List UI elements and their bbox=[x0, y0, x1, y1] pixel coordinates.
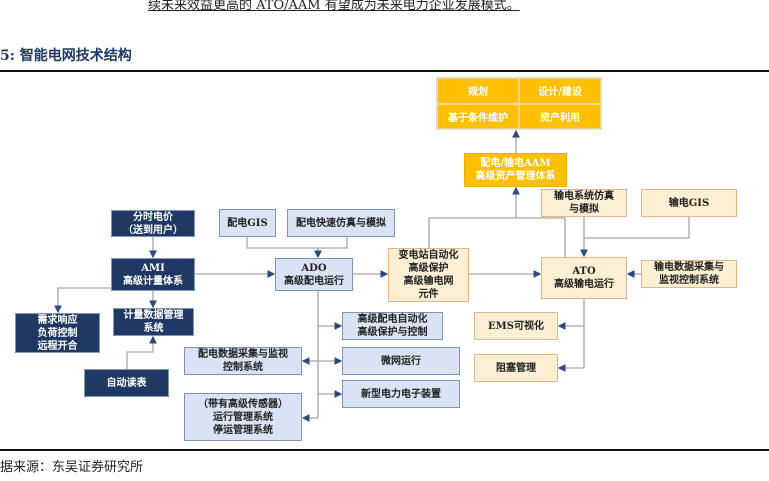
node-label: 新型电力电子装置 bbox=[361, 388, 441, 400]
node-ato: ATO 高级输电运行 bbox=[541, 257, 627, 299]
node-label: （带有高级传感器） bbox=[198, 398, 288, 410]
line-ami-demand bbox=[54, 287, 111, 314]
grid-maintenance: 基于条件维护 bbox=[437, 103, 519, 129]
node-label: 高级保护 bbox=[408, 263, 449, 274]
source-text: 据来源：东吴证券研究所 bbox=[0, 460, 144, 475]
node-label: 负荷控制 bbox=[37, 327, 78, 339]
grid-asset-use: 资产利用 bbox=[519, 103, 601, 129]
node-label: 运行管理系统 bbox=[213, 411, 273, 423]
node-label: 变电站自动化 bbox=[398, 250, 459, 261]
node-label: 高级资产管理体系 bbox=[475, 171, 556, 182]
node-oms: （带有高级传感器）运行管理系统停运管理系统 bbox=[184, 393, 302, 441]
node-dist-sim: 配电快速仿真与模拟 bbox=[287, 209, 395, 237]
node-label: AMI bbox=[141, 262, 165, 274]
node-label: 输电数据采集与 bbox=[654, 262, 724, 273]
node-label: 高级输电运行 bbox=[554, 279, 614, 290]
figure-title: 5: 智能电网技术结构 bbox=[0, 48, 132, 64]
node-label: 微网运行 bbox=[381, 355, 421, 367]
line-substation-aam bbox=[428, 188, 566, 257]
line-gis-ado bbox=[246, 237, 348, 257]
node-label: （送到用户） bbox=[123, 224, 183, 236]
node-mdms: 计量数据管理系统 bbox=[113, 308, 194, 336]
node-label: 配电GIS bbox=[227, 217, 268, 229]
node-label: 高级输电网 bbox=[403, 276, 454, 287]
node-label: 监视控制系统 bbox=[659, 275, 719, 286]
node-trans-sim: 输电系统仿真与模拟 bbox=[541, 189, 627, 217]
line-sim-ato bbox=[584, 217, 690, 256]
node-label: 自动读表 bbox=[106, 377, 147, 389]
node-demand-response: 需求响应负荷控制远程开合 bbox=[15, 313, 100, 353]
node-dist-scada: 配电数据采集与监视控制系统 bbox=[184, 347, 302, 375]
node-label: 高级计量体系 bbox=[123, 275, 183, 287]
node-label: 分时电价 bbox=[133, 211, 173, 223]
node-label: 元件 bbox=[418, 289, 439, 300]
node-label: ATO bbox=[572, 266, 596, 277]
node-substation: 变电站自动化高级保护高级输电网元件 bbox=[388, 248, 469, 302]
node-label: 输电系统仿真 bbox=[554, 191, 614, 202]
node-label: ADO bbox=[301, 262, 327, 274]
node-aam: 配电/输电AAM 高级资产管理体系 bbox=[464, 153, 567, 187]
node-amr: 自动读表 bbox=[84, 369, 169, 397]
node-trans-gis: 输电GIS bbox=[641, 189, 737, 217]
node-ems: EMS可视化 bbox=[474, 312, 558, 340]
node-label: 输电GIS bbox=[668, 197, 710, 209]
node-label: 高级配电运行 bbox=[284, 275, 344, 287]
node-label: 控制系统 bbox=[223, 362, 263, 373]
node-label: 与模拟 bbox=[569, 204, 599, 215]
node-dist-automation: 高级配电自动化高级保护与控制 bbox=[342, 312, 443, 340]
node-microgrid: 微网运行 bbox=[342, 347, 460, 375]
node-congestion: 阻塞管理 bbox=[474, 354, 558, 382]
node-label: 高级保护与控制 bbox=[357, 327, 428, 338]
node-label: 配电数据采集与监视 bbox=[198, 349, 288, 360]
node-label: 阻塞管理 bbox=[496, 362, 536, 374]
node-power-electronics: 新型电力电子装置 bbox=[342, 380, 460, 408]
node-label: EMS可视化 bbox=[488, 320, 544, 332]
aam-functions-grid: 规划 设计/建设 基于条件维护 资产利用 bbox=[436, 77, 602, 130]
bottom-rule bbox=[0, 449, 769, 451]
node-label: 高级配电自动化 bbox=[357, 314, 428, 325]
line-amr-mdms bbox=[126, 335, 157, 369]
node-label: 配电/输电AAM bbox=[480, 158, 551, 169]
node-label: 远程开合 bbox=[37, 340, 78, 352]
node-label: 停运管理系统 bbox=[213, 424, 273, 436]
node-label: 需求响应 bbox=[37, 314, 78, 326]
node-label: 系统 bbox=[143, 323, 164, 334]
grid-design: 设计/建设 bbox=[519, 78, 601, 104]
intro-text: 续未来效益更高的 ATO/AAM 有望成为未来电力企业发展模式。 bbox=[148, 0, 520, 13]
node-trans-scada: 输电数据采集与监视控制系统 bbox=[641, 260, 737, 288]
node-tou-price: 分时电价（送到用户） bbox=[111, 210, 195, 237]
node-label: 计量数据管理 bbox=[123, 310, 184, 321]
node-dist-gis: 配电GIS bbox=[219, 209, 276, 237]
node-label: 配电快速仿真与模拟 bbox=[296, 217, 386, 229]
grid-planning: 规划 bbox=[437, 78, 519, 104]
top-rule bbox=[0, 70, 769, 72]
